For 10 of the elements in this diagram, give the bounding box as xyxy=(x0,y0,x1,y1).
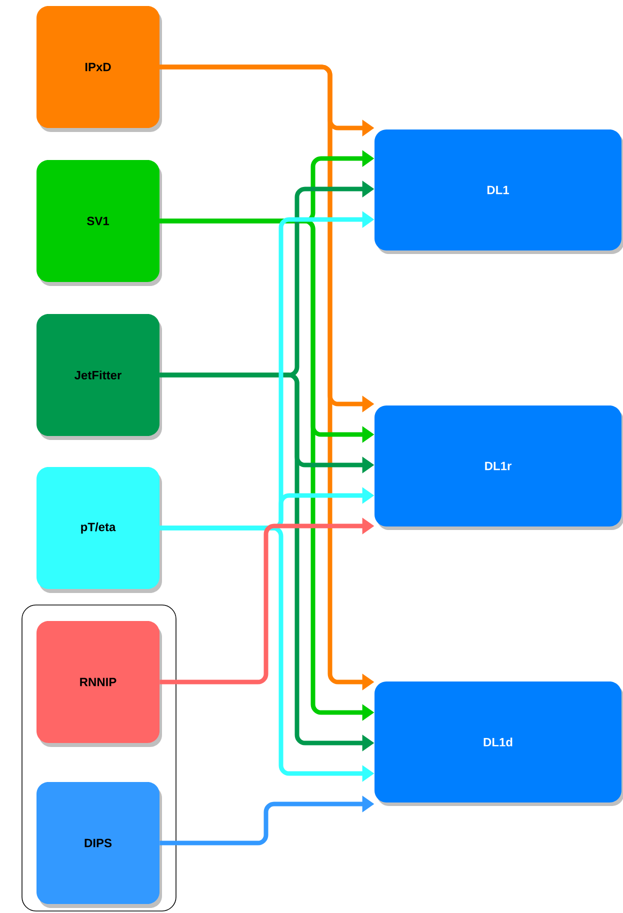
process-box: pT/eta xyxy=(36,467,162,593)
process-box: DL1 xyxy=(374,130,623,254)
process-box: DL1r xyxy=(374,406,623,530)
process-box: DL1d xyxy=(374,682,623,806)
process-box: IPxD xyxy=(36,6,162,132)
process-box: DIPS xyxy=(36,782,162,908)
process-box: JetFitter xyxy=(36,314,162,440)
group-frame xyxy=(22,604,176,912)
process-box: RNNIP xyxy=(36,621,162,747)
process-box: SV1 xyxy=(36,160,162,286)
